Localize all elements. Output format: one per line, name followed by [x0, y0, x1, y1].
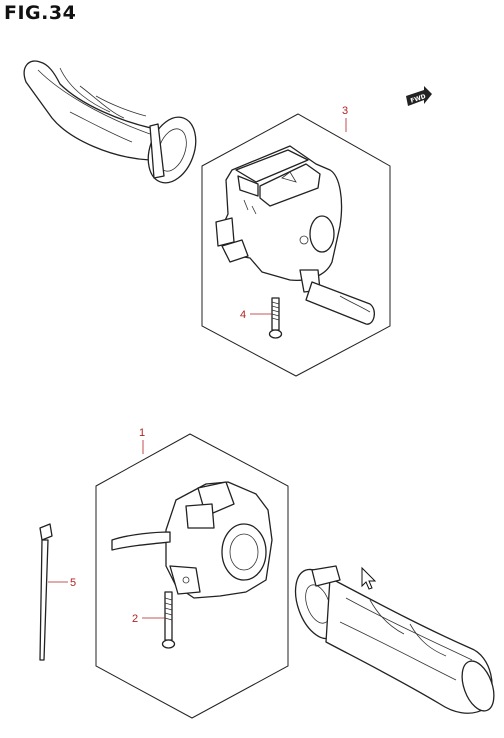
- callout-4: 4: [240, 309, 272, 321]
- screw-part-2: [161, 591, 176, 649]
- assembly-3-outline: [201, 113, 391, 377]
- fwd-direction-badge: FWD: [406, 86, 432, 106]
- svg-text:4: 4: [240, 309, 246, 321]
- screw-part-4: [268, 297, 283, 339]
- left-handlebar-grip: [23, 60, 197, 184]
- assembly-1-outline: [95, 433, 289, 719]
- mouse-cursor-icon: [361, 566, 377, 590]
- cable-tie-part-5: [39, 523, 53, 661]
- callout-1: 1: [139, 427, 145, 454]
- svg-text:1: 1: [139, 427, 145, 439]
- svg-text:5: 5: [70, 577, 76, 589]
- svg-text:3: 3: [342, 105, 348, 117]
- fwd-label: FWD: [410, 93, 427, 105]
- svg-text:2: 2: [132, 613, 138, 625]
- left-handlebar-switch-assembly: [215, 145, 376, 325]
- callout-3: 3: [342, 105, 348, 132]
- callout-2: 2: [132, 613, 165, 625]
- right-handlebar-switch-assembly: [111, 481, 273, 599]
- figure-title: FIG.34: [4, 2, 77, 24]
- right-handlebar-grip: [294, 565, 495, 714]
- callout-5: 5: [48, 577, 76, 589]
